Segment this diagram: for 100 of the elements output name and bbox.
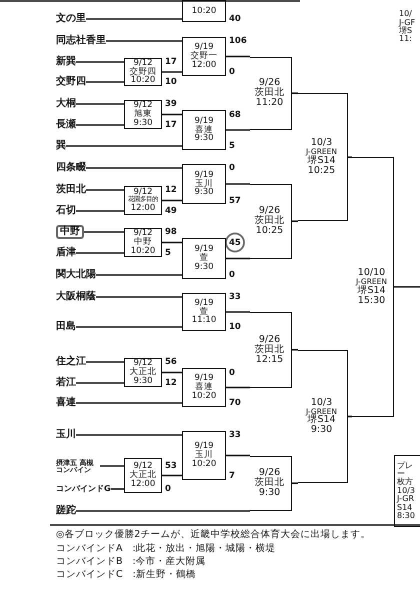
score: 0 [229,269,235,281]
bracket-line [106,40,182,42]
match-time: 9:30 [310,425,332,436]
bracket-line [76,61,124,63]
match-venue: 玉川 [195,180,213,188]
match-info-text: 枚方 [397,478,413,487]
score: 0 [229,162,235,174]
match-date: 9/19 [194,170,214,180]
bracket-line [162,200,182,202]
team-name: 住之江 [56,355,86,369]
score: 10 [229,321,241,333]
score: 106 [229,35,247,47]
bracket-line [162,474,182,476]
match-time: 12:00 [192,60,216,70]
match-date: 9/12 [133,58,153,68]
match-time: 10:25 [308,166,336,176]
bracket-line [66,145,182,147]
team-name: 石切 [56,204,76,218]
team-name: 喜連 [56,396,76,410]
match-time: 9:30 [258,488,280,498]
team-name: 長瀬 [56,118,76,132]
match-date: 9/26 [258,206,280,216]
bracket-line [162,114,182,116]
team-name: コンバインドG [56,482,111,496]
bracket-line [292,92,298,94]
match-time: 11:20 [256,98,284,108]
match-box [124,358,162,387]
match-date: 9/19 [194,442,214,452]
score: 56 [165,356,177,368]
team-name: 茨田北 [56,183,86,197]
match-box [182,238,226,279]
score: 7 [229,470,235,482]
bracket-match [352,157,394,416]
match-venue: 大正北 [130,368,156,377]
match-info-text: 10/3 [397,486,415,495]
match-box [124,228,162,257]
score: 70 [229,397,241,409]
team-name: 文の里 [56,12,86,26]
bracket-line [162,372,182,374]
note-text: ◎各ブロック優勝2チームが、近畿中学校総合体育大会に出場します。 [56,529,370,541]
match-time: 12:00 [130,480,156,489]
bracket-match [250,56,292,130]
score: 5 [165,247,171,259]
bracket-line [86,361,124,363]
team-name: 蹉跎 [56,504,76,518]
match-time: 10:20 [192,392,216,401]
match-time: 9:30 [194,134,214,144]
bracket-line [292,348,298,351]
match-venue: 堺S14 [307,415,336,426]
bracket-line [84,231,124,233]
match-time: 10:20 [130,246,156,256]
match-time: 12:15 [256,354,284,365]
note-text: コンバインドA :此花・放出・旭陽・城陽・横堤 [56,543,276,555]
team-name: 玉川 [56,428,76,442]
team-name: 交野四 [56,75,86,89]
match-date: 9/12 [133,359,153,368]
match-date: 10/3 [310,138,332,148]
match-date: 9/19 [194,43,214,52]
match-venue: 萱 [200,308,208,316]
match-venue: 中野 [134,238,152,247]
bracket-line [110,488,124,490]
score: 17 [165,56,177,68]
note-text: コンバインドB :今市・産大附属 [56,556,206,568]
bracket-line [162,242,182,244]
match-date: 10/10 [358,268,386,278]
bracket-line [348,156,352,158]
match-venue: 茨田北 [254,216,284,226]
match-venue: 大正北 [130,471,156,480]
bracket-line [162,71,182,73]
team-name: 盾津 [56,246,76,260]
team-name: 四条畷 [56,161,86,175]
score: 17 [165,119,177,131]
score: 33 [229,429,241,441]
bracket-line [86,18,182,20]
score: 5 [229,140,235,152]
match-venue: 喜連 [195,126,213,134]
bracket-line [226,183,250,185]
match-venue: 堺S14 [307,156,336,166]
match-date: 9/12 [133,229,153,238]
team-name: 同志社香里 [56,34,106,48]
match-box [182,293,226,331]
match-date: 9/12 [133,462,153,472]
bracket-line [76,510,250,512]
bracket-line [76,252,124,254]
match-time: 9:30 [194,188,214,198]
match-info-text: 11: [399,35,412,44]
match-info-text: J-GF [399,18,416,27]
partial-match-box [394,455,420,527]
team-name: 巽 [56,139,66,153]
match-time: 11:10 [192,316,216,326]
bracket-line [348,416,352,418]
match-info-text: 8:30 [397,512,415,520]
bracket-match [250,184,292,258]
score: 45 [229,236,241,248]
match-venue: 喜連 [195,383,213,392]
bracket-line [394,286,420,288]
match-time: 10:20 [192,6,216,16]
match-box [182,37,226,76]
score: 0 [229,366,235,378]
match-box [182,431,226,480]
